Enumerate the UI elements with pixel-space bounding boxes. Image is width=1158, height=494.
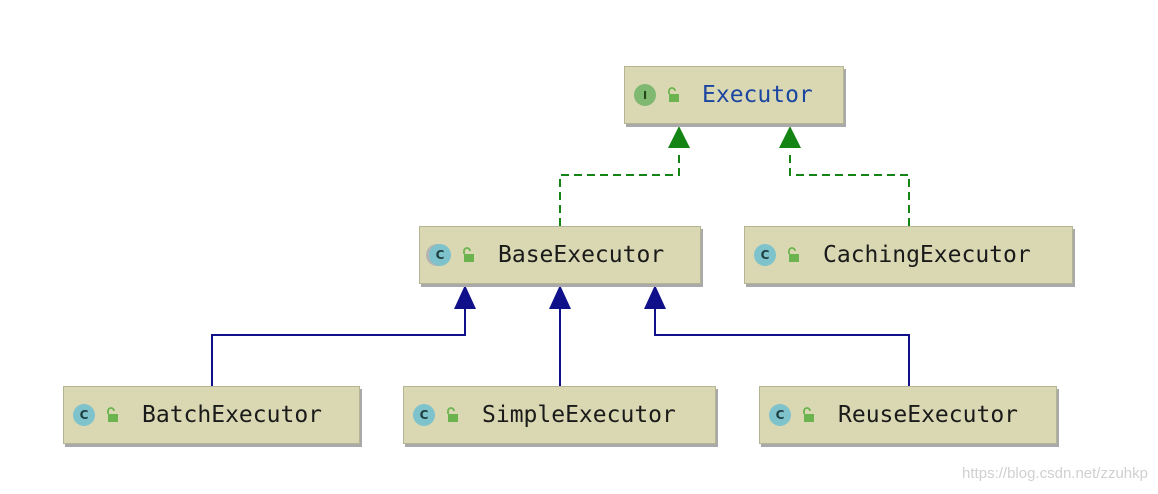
class-icon: C (73, 404, 95, 426)
class-icon: C (413, 404, 435, 426)
class-icon: C (754, 244, 776, 266)
node-executor[interactable]: I Executor (624, 66, 844, 124)
edge-reuse-extends-base (654, 309, 910, 386)
unlocked-padlock-icon (447, 407, 458, 422)
watermark: https://blog.csdn.net/zzuhkp (962, 465, 1148, 482)
node-caching-executor[interactable]: C CachingExecutor (744, 226, 1073, 284)
unlocked-padlock-icon (788, 247, 799, 262)
node-batch-executor[interactable]: C BatchExecutor (63, 386, 360, 444)
class-icon: C (769, 404, 791, 426)
arrowhead-simple-base (549, 285, 571, 309)
arrowhead-batch-base (454, 285, 476, 309)
arrowhead-reuse-base (644, 285, 666, 309)
arrowhead-base-executor (668, 126, 690, 148)
unlocked-padlock-icon (803, 407, 814, 422)
unlocked-padlock-icon (668, 87, 679, 102)
node-label: BaseExecutor (498, 242, 665, 268)
abstract-class-icon: C (429, 244, 451, 266)
interface-icon: I (634, 84, 656, 106)
node-label: BatchExecutor (142, 402, 323, 428)
node-base-executor[interactable]: C BaseExecutor (419, 226, 701, 284)
node-simple-executor[interactable]: C SimpleExecutor (403, 386, 716, 444)
node-label: CachingExecutor (823, 242, 1031, 268)
node-label: ReuseExecutor (838, 402, 1019, 428)
edge-base-implements-executor (559, 150, 680, 226)
unlocked-padlock-icon (107, 407, 118, 422)
node-label: Executor (702, 82, 813, 108)
arrowhead-caching-executor (779, 126, 801, 148)
edge-batch-extends-base (211, 309, 466, 386)
unlocked-padlock-icon (463, 247, 474, 262)
node-label: SimpleExecutor (482, 402, 676, 428)
edge-caching-implements-executor (789, 150, 910, 226)
node-reuse-executor[interactable]: C ReuseExecutor (759, 386, 1057, 444)
